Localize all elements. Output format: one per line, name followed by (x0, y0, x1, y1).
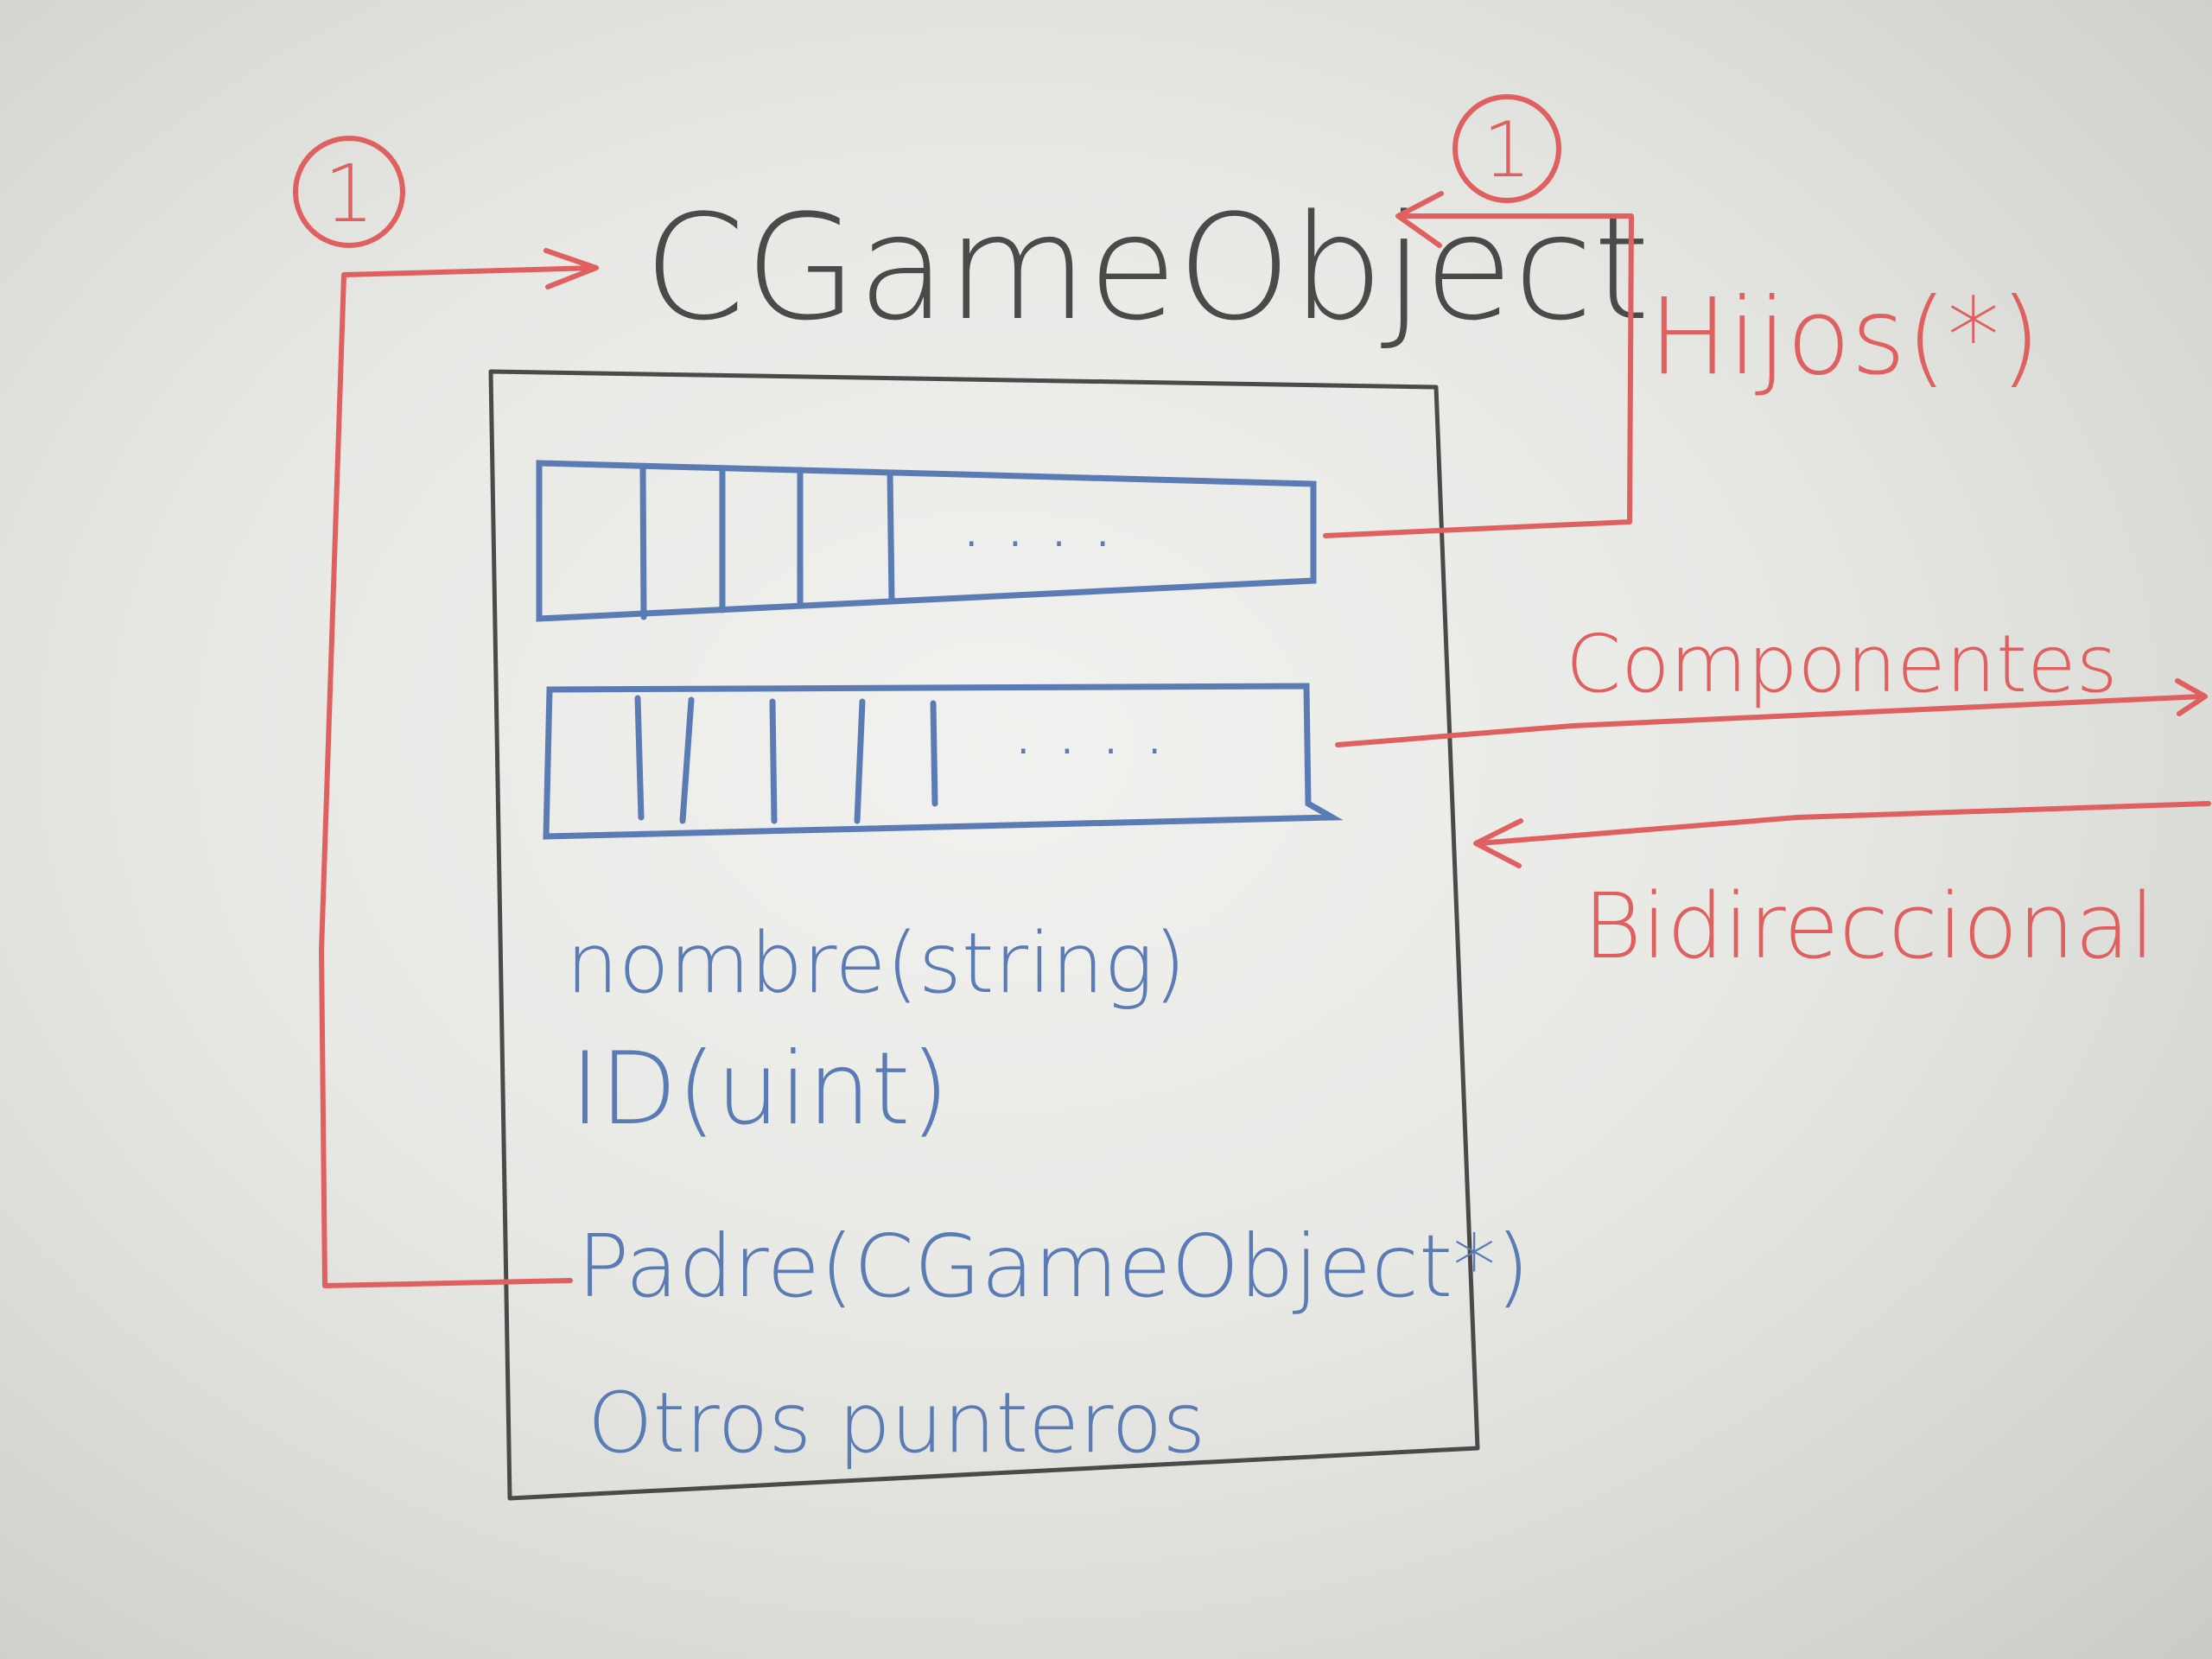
components-array (543, 683, 1344, 840)
components-arrow-out-head (2175, 678, 2208, 716)
multiplicity-right-circle (1452, 94, 1561, 203)
label-hijos: Hijos(*) (1649, 276, 2041, 398)
class-box (488, 369, 1480, 1501)
label-bidireccional: Bidireccional (1583, 874, 2155, 979)
field-padre: Padre(CGameObject*) (577, 1216, 1529, 1317)
components-arrow-out (1335, 694, 2204, 747)
multiplicity-left-circle (293, 136, 405, 248)
components-arrow-in-head (1473, 818, 1523, 868)
multiplicity-right: 1 (1483, 105, 1531, 194)
components-array-ellipsis: .... (1011, 682, 1185, 772)
parent-arrow (319, 265, 599, 1288)
field-nombre: nombre(string) (566, 915, 1186, 1012)
components-arrow-in (1477, 801, 2211, 846)
multiplicity-left: 1 (324, 148, 375, 240)
children-array-ellipsis: .... (959, 474, 1134, 565)
parent-arrow-head (543, 248, 599, 289)
children-array (536, 460, 1317, 622)
class-title: CGameObject (644, 183, 1650, 353)
label-componentes: Componentes (1566, 618, 2118, 710)
field-id: ID(uint) (570, 1031, 950, 1147)
field-otros-punteros: Otros punteros (588, 1375, 1205, 1471)
children-arrow (1323, 213, 1634, 538)
children-arrow-head (1395, 191, 1444, 248)
